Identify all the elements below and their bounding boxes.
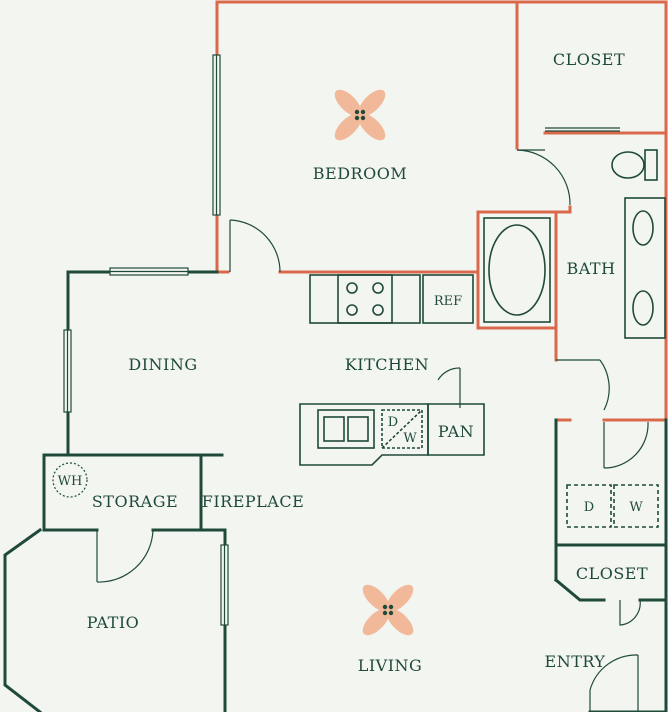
label-dw-top: D: [388, 415, 398, 430]
bedroom-suite-walls: [215, 0, 668, 422]
label-dw-bottom: W: [403, 431, 417, 446]
closet-rod: [545, 127, 620, 132]
bathtub: [483, 217, 551, 323]
label-storage: STORAGE: [92, 492, 178, 511]
toilet-tank: [644, 149, 658, 181]
burner: [372, 282, 384, 294]
ceiling-fan-living: [362, 584, 414, 636]
label-dryer: D: [584, 500, 594, 515]
refrigerator: [422, 274, 474, 324]
label-living: LIVING: [358, 656, 423, 675]
bath-fixtures: [483, 149, 666, 339]
label-fireplace: FIREPLACE: [202, 492, 305, 511]
label-bedroom: BEDROOM: [313, 164, 407, 183]
label-closet-top: CLOSET: [553, 50, 625, 69]
burner: [372, 304, 384, 316]
vanity: [624, 197, 666, 339]
label-washer: W: [629, 500, 643, 515]
burner: [346, 304, 358, 316]
label-wh: WH: [58, 474, 83, 489]
label-ref: REF: [434, 294, 462, 309]
sink-top: [632, 210, 654, 246]
label-kitchen: KITCHEN: [345, 355, 429, 374]
label-dining: DINING: [128, 355, 197, 374]
sink: [317, 409, 375, 449]
laundry-fixtures: [566, 484, 659, 528]
pantry: [427, 403, 485, 456]
ceiling-fan-bedroom: [334, 89, 386, 141]
burner: [346, 282, 358, 294]
kitchen-fixtures: [299, 274, 485, 466]
bathtub-basin: [488, 224, 546, 316]
dishwasher: [381, 409, 423, 449]
windows: [63, 54, 229, 626]
label-closet-entry: CLOSET: [576, 564, 648, 583]
toilet-bowl: [611, 151, 645, 179]
door-swings: [96, 149, 649, 712]
sink-bottom: [632, 290, 654, 326]
label-entry: ENTRY: [545, 652, 606, 671]
washer: [613, 484, 659, 528]
range: [337, 274, 393, 324]
label-bath: BATH: [566, 259, 615, 278]
back-counter: [309, 274, 421, 324]
water-heater: [52, 462, 88, 498]
label-pan: PAN: [438, 422, 474, 441]
dryer: [566, 484, 612, 528]
label-patio: PATIO: [87, 613, 140, 632]
